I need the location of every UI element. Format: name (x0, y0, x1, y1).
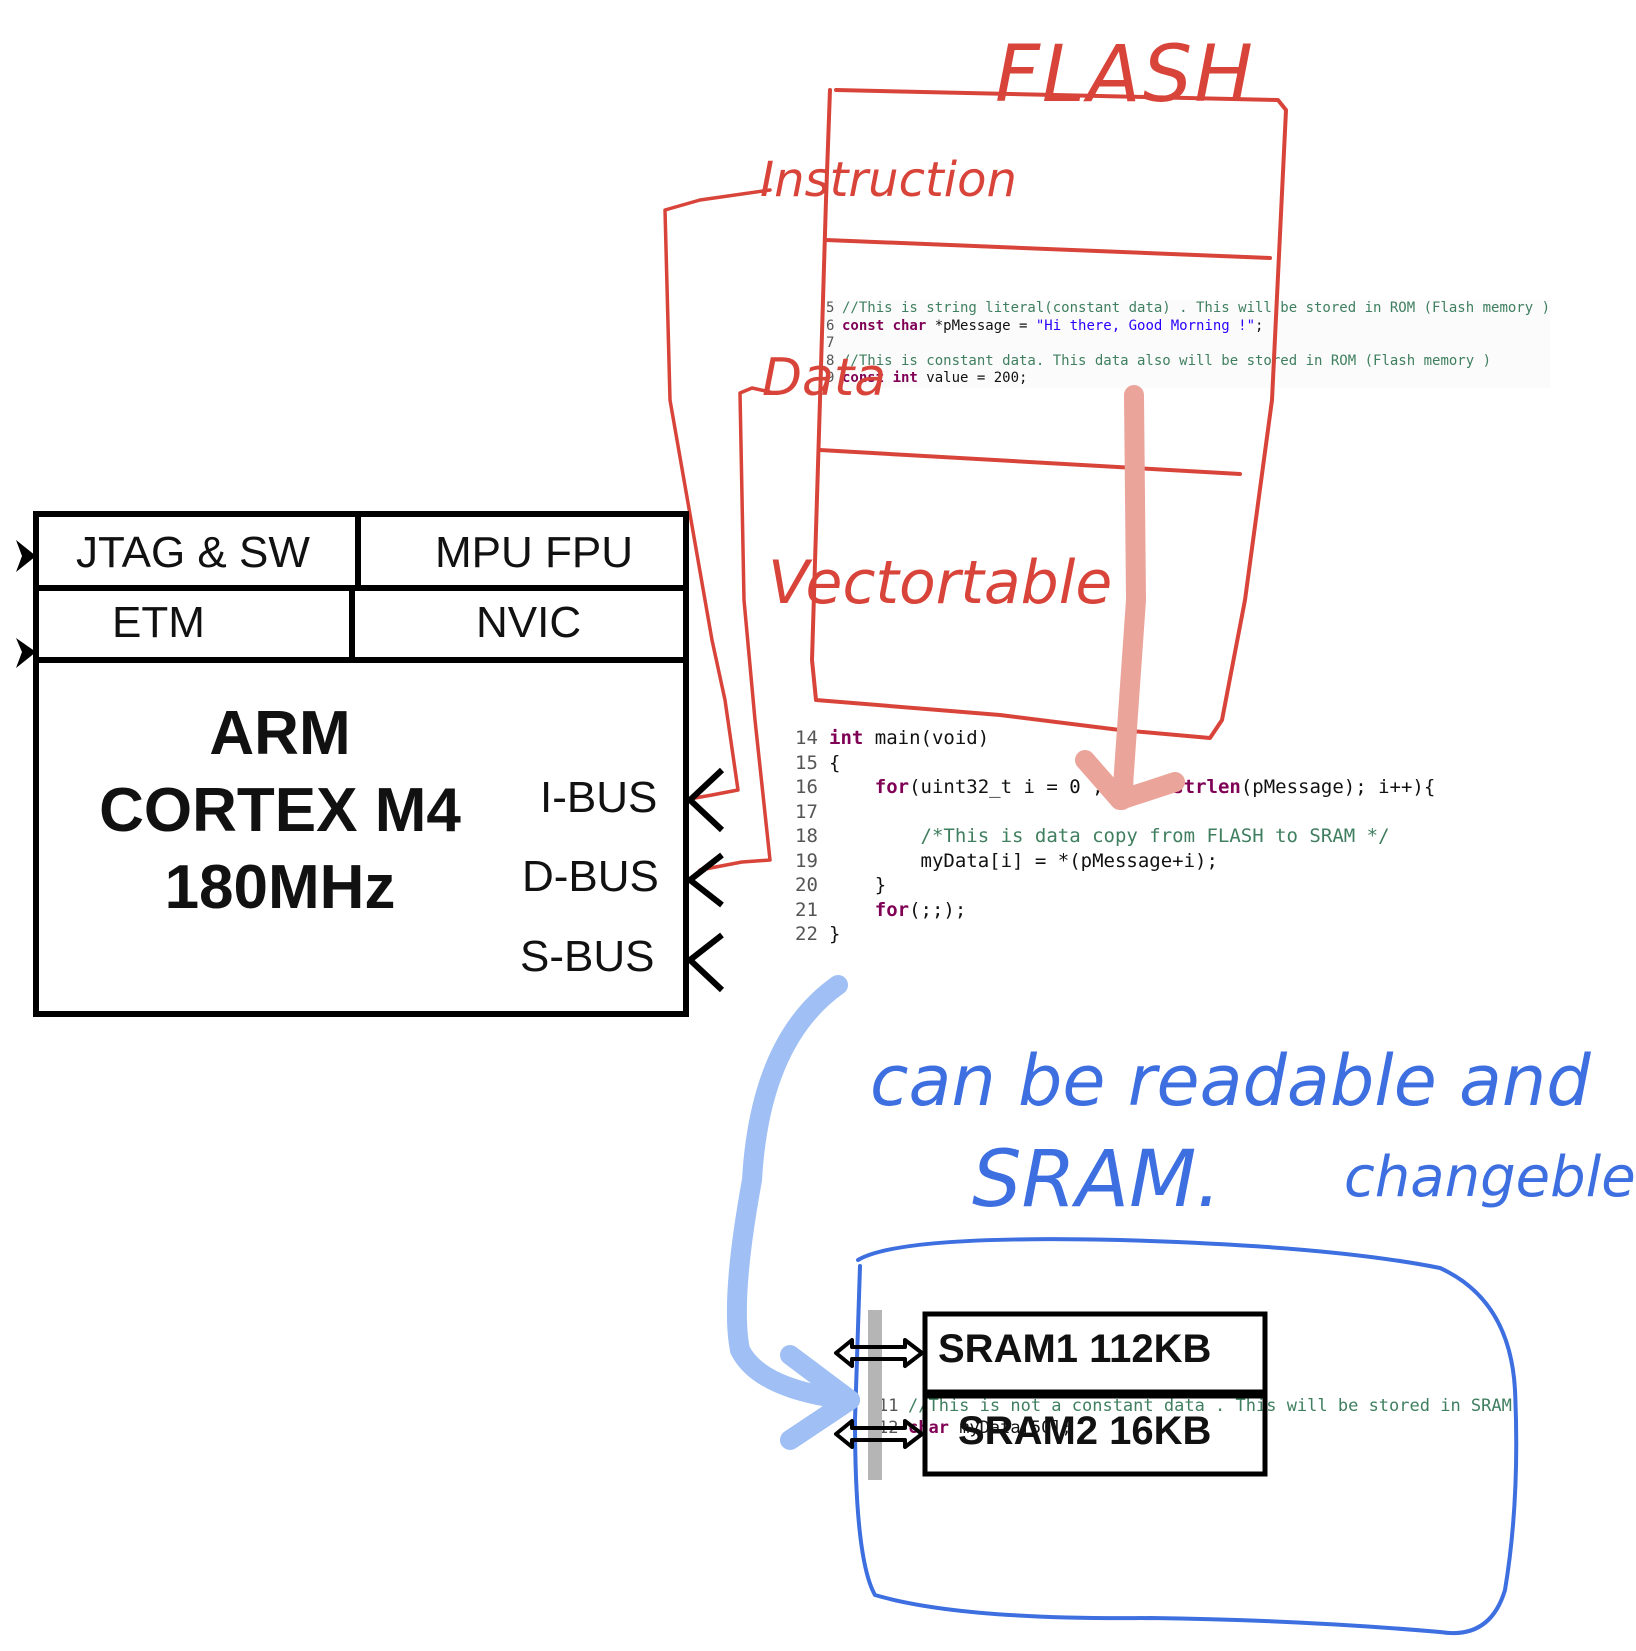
code-token: } (829, 923, 841, 945)
code-line: 21 for(;;); (795, 898, 1435, 923)
line-number: 7 (826, 335, 835, 351)
flash-data-wire (698, 386, 772, 872)
line-number: 17 (795, 800, 818, 823)
line-number: 22 (795, 923, 818, 945)
code-token: myData[50]; (948, 1418, 1072, 1438)
bus-chevrons (685, 767, 725, 993)
code-token: main(void) (863, 727, 990, 749)
line-number: 8 (826, 352, 835, 369)
flash-section-instruction: Instruction (760, 152, 1017, 208)
code-line: 15 { (795, 751, 1435, 776)
flash-title: FLASH (995, 30, 1255, 120)
cpu-core-name: ARM (209, 699, 351, 768)
line-number: 5 (826, 300, 835, 316)
code-to-sram-curve-arrow (726, 975, 860, 1450)
cpu-block (33, 511, 689, 1017)
cpu-core-frequency: 180MHz (164, 853, 396, 922)
line-number: 16 (795, 776, 818, 798)
bus-label-i: I-BUS (540, 773, 658, 822)
sram1-label: SRAM1 112KB (938, 1327, 1212, 1371)
code-snippet-main: 14 int main(void) 15 {16 for(uint32_t i = 0… (795, 726, 1435, 947)
code-token: int (829, 727, 864, 749)
cpu-cell-nvic: NVIC (476, 598, 582, 647)
cpu-cell-etm: ETM (112, 598, 205, 647)
code-snippet-sram-variable: 11 //This is not a constant data . This w… (878, 1395, 1512, 1439)
line-number: 11 (878, 1396, 899, 1416)
sram-note-line2: changeble (1344, 1145, 1636, 1210)
sram-note-line1: can be readable and (870, 1040, 1591, 1122)
code-token: (;;); (909, 898, 967, 921)
code-line: 17 (795, 800, 1435, 825)
cpu-cell-mpu-fpu: MPU FPU (435, 528, 633, 577)
code-token: value = 200; (917, 370, 1028, 386)
line-number: 14 (795, 727, 818, 749)
code-token: for (874, 776, 910, 798)
cpu-core-model: CORTEX M4 (99, 776, 461, 845)
line-number: 20 (795, 874, 818, 896)
code-line: 14 int main(void) (795, 726, 1435, 751)
code-token: ; (1255, 317, 1264, 334)
code-token: //This is not a constant data . This wil… (908, 1396, 1512, 1416)
flash-to-sram-copy-arrow (1075, 385, 1185, 810)
code-line: 22} (795, 922, 1435, 947)
bus-label-s: S-BUS (520, 932, 655, 981)
sram-bus-arrows (834, 1338, 924, 1449)
cpu-cell-jtag: JTAG & SW (76, 528, 310, 577)
flash-instruction-wire (663, 188, 772, 800)
code-line: 20 } (795, 873, 1435, 898)
code-token: "Hi there, Good Morning !" (1035, 317, 1256, 334)
code-token: const int (842, 370, 918, 386)
code-token: *pMessage = (926, 317, 1036, 334)
code-line: 9 const int value = 200; (826, 370, 1550, 388)
code-line: 5 //This is string literal(constant data)… (826, 300, 1550, 318)
line-number: 21 (795, 898, 818, 921)
code-token: { (829, 751, 841, 774)
sram2-label: SRAM2 16KB (958, 1409, 1212, 1453)
code-snippet-flash-constants: 5 //This is string literal(constant data)… (826, 300, 1551, 388)
code-line: 11 //This is not a constant data . This w… (878, 1395, 1512, 1417)
bus-label-d: D-BUS (522, 852, 659, 901)
code-token: //This is constant data. This data also … (842, 352, 1492, 369)
code-token: //This is string literal(constant data) … (842, 300, 1551, 316)
code-line: 6 const char *pMessage = "Hi there, Good … (826, 318, 1550, 336)
code-line: 7 (826, 335, 1550, 353)
code-token: } (829, 874, 887, 896)
code-token: (pMessage); i++){ (1240, 776, 1436, 798)
code-line: 16 for(uint32_t i = 0 ; i < strlen(pMess… (795, 775, 1435, 800)
cpu-left-arrowheads (16, 540, 36, 668)
code-line: 8 //This is constant data. This data also… (826, 353, 1550, 371)
sram-note-label: SRAM. (972, 1135, 1222, 1225)
code-token: /*This is data copy from FLASH to SRAM *… (829, 825, 1390, 847)
flash-section-data: Data (762, 348, 887, 408)
flash-section-vectortable: Vectortable (768, 548, 1113, 618)
line-number: 19 (795, 849, 818, 872)
code-token: const char (842, 317, 927, 334)
sram-blocks (922, 1311, 1268, 1477)
line-number: 9 (826, 370, 835, 386)
code-line: 19 myData[i] = *(pMessage+i); (795, 849, 1435, 874)
line-number: 6 (826, 317, 835, 334)
line-number: 18 (795, 825, 818, 847)
bus-matrix-bar (868, 1310, 882, 1480)
code-token: myData[i] = *(pMessage+i); (829, 849, 1218, 872)
code-token: strlen (1172, 776, 1241, 798)
code-line: 18 /*This is data copy from FLASH to SRA… (795, 824, 1435, 849)
flash-memory-box (810, 88, 1288, 740)
line-number: 15 (795, 751, 818, 774)
code-token: for (874, 898, 910, 921)
sram-region-outline (853, 1237, 1519, 1636)
